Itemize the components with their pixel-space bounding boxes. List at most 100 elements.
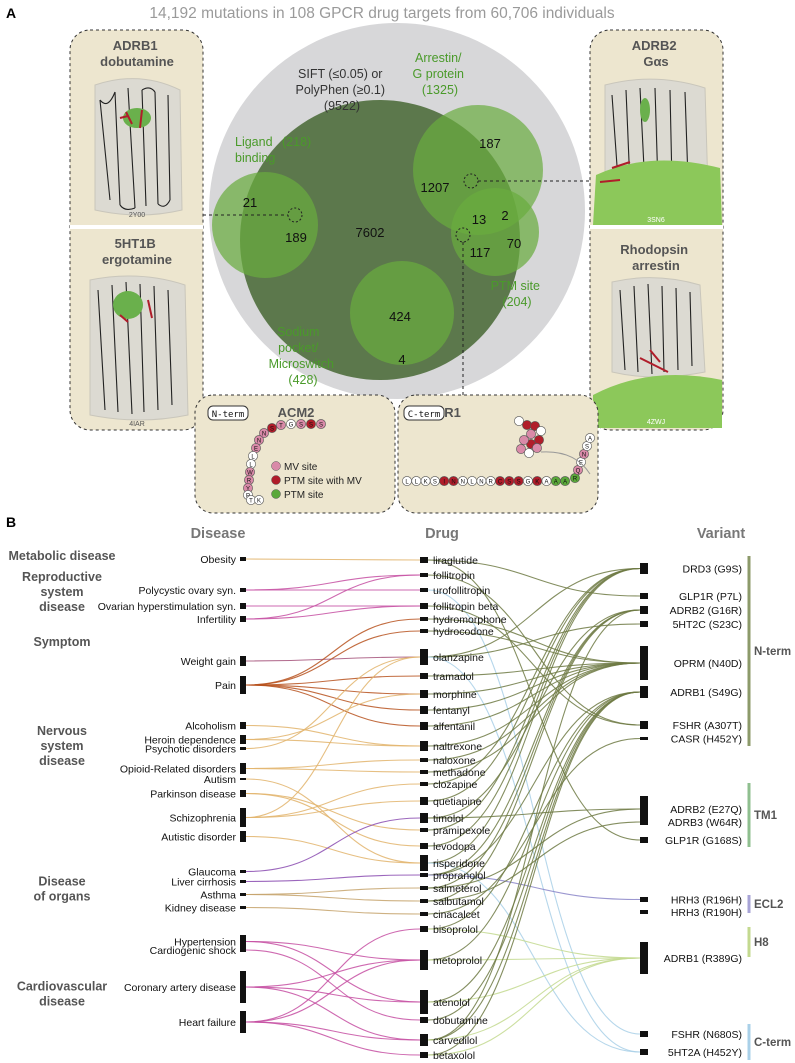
disease-node-bar bbox=[240, 557, 246, 561]
disease-node-bar bbox=[240, 808, 246, 827]
sankey-link bbox=[245, 1021, 421, 1056]
sankey-link bbox=[245, 906, 421, 915]
sankey-link bbox=[245, 558, 421, 561]
disease-node-bar bbox=[240, 880, 246, 883]
par1-residue-letter: S bbox=[507, 480, 511, 486]
htr1b-title: 5HT1B bbox=[115, 236, 156, 251]
drug-node-label: salbutamol bbox=[433, 896, 484, 908]
sankey-link bbox=[245, 959, 421, 1023]
variant-node-bar bbox=[640, 1049, 648, 1055]
drug-node-label: cinacalcet bbox=[433, 909, 480, 921]
region-label: H8 bbox=[754, 937, 769, 949]
drug-node-label: levodopa bbox=[433, 841, 476, 853]
disease-node-bar bbox=[240, 1011, 246, 1033]
region-label: N-term bbox=[754, 646, 791, 658]
ptm-label: PTM site (204) bbox=[491, 279, 544, 309]
sankey-link bbox=[245, 574, 421, 591]
sodium-pocket-circle bbox=[350, 261, 454, 365]
sankey-link bbox=[427, 691, 641, 1021]
variant-node-bar bbox=[640, 686, 648, 698]
legend-mv-swatch bbox=[271, 461, 281, 471]
sankey-link bbox=[427, 559, 641, 597]
acm2-residue bbox=[267, 423, 277, 433]
acm2-title: ACM2 bbox=[278, 405, 315, 420]
drug-node-bar bbox=[420, 741, 428, 751]
acm2-residue-letter: Y bbox=[246, 487, 250, 493]
par1-terminus-label: C-term bbox=[408, 410, 441, 420]
svg-text:ADRB1 dobutamine: ADRB1 dobutamine bbox=[100, 38, 174, 69]
drug-node-bar bbox=[420, 588, 428, 592]
rhodopsin-title: Rhodopsin bbox=[620, 242, 688, 257]
drug-node-bar bbox=[420, 912, 428, 916]
par1-residue-letter: I bbox=[443, 480, 445, 486]
disease-node-bar bbox=[240, 870, 246, 873]
disease-category: Symptom bbox=[34, 635, 91, 649]
sankey-link bbox=[245, 630, 421, 686]
drug-node-label: hydromorphone bbox=[433, 614, 507, 626]
acm2-residue bbox=[276, 420, 286, 430]
drug-node-label: clozapine bbox=[433, 779, 478, 791]
legend-ptm-mv-label: PTM site with MV bbox=[284, 476, 362, 487]
variant-node-label: 5HT2C (S23C) bbox=[673, 619, 742, 631]
sankey-link bbox=[245, 684, 421, 727]
drug-node-label: olanzapine bbox=[433, 652, 484, 664]
drug-node-bar bbox=[420, 797, 428, 805]
sankey-link bbox=[427, 623, 641, 658]
disease-node-label: Schizophrenia bbox=[169, 813, 236, 825]
legend-ptm-mv-swatch bbox=[271, 475, 281, 485]
disease-node-bar bbox=[240, 790, 246, 797]
drug-node-bar bbox=[420, 1017, 428, 1023]
drug-node-label: salmeterol bbox=[433, 883, 481, 895]
disease-node-label: Polycystic ovary syn. bbox=[139, 585, 236, 597]
acm2-residue-letter: S bbox=[319, 423, 323, 429]
variant-node-label: GLP1R (G168S) bbox=[665, 835, 742, 847]
drug-node-label: quetiapine bbox=[433, 796, 482, 808]
drug-node-bar bbox=[420, 926, 428, 932]
sankey-link bbox=[427, 605, 641, 726]
drug-node-label: fentanyl bbox=[433, 705, 470, 717]
disease-node-label: Heart failure bbox=[179, 1017, 236, 1029]
sankey-link bbox=[427, 574, 641, 726]
disease-node-bar bbox=[240, 616, 246, 622]
panel-b-label: B bbox=[6, 514, 16, 530]
region-label: ECL2 bbox=[754, 899, 783, 911]
adrb1-mv-residues bbox=[119, 109, 143, 129]
ligand-binding-circle bbox=[212, 172, 318, 278]
par1-residue-letter: S bbox=[585, 445, 589, 451]
drug-node-label: hydrocodone bbox=[433, 626, 494, 638]
par1-residue-letter: A bbox=[563, 480, 567, 486]
svg-text:Rhodopsin arrestin: Rhodopsin arrestin bbox=[620, 242, 692, 273]
htr1b-ligand: ergotamine bbox=[102, 252, 172, 267]
variant-node-label: HRH3 (R196H) bbox=[671, 895, 742, 907]
count-triple: 13 bbox=[472, 212, 486, 227]
par1-residue-letter: C bbox=[498, 480, 503, 486]
acm2-residue bbox=[259, 428, 269, 438]
disease-node-bar bbox=[240, 722, 246, 729]
drug-node-bar bbox=[420, 886, 428, 890]
rhodopsin-mv-residues bbox=[639, 349, 669, 373]
variant-node-bar bbox=[640, 621, 648, 627]
variant-node-label: CASR (H452Y) bbox=[671, 734, 742, 746]
count-arrestin-ptm: 2 bbox=[501, 208, 508, 223]
disease-node-bar bbox=[240, 747, 246, 750]
drug-node-bar bbox=[420, 629, 428, 633]
disease-node-label: Alcoholism bbox=[185, 721, 236, 733]
variant-node-bar bbox=[640, 819, 648, 825]
sankey-link bbox=[245, 835, 421, 864]
sankey-link bbox=[245, 940, 421, 1003]
sankey-link bbox=[427, 957, 641, 961]
disease-node-label: Opioid-Related disorders bbox=[120, 764, 236, 776]
acm2-residue-letter: S bbox=[270, 427, 274, 433]
adrb1-structure-panel: ADRB1 dobutamine 2Y00 bbox=[94, 38, 183, 219]
sankey-link bbox=[245, 893, 421, 902]
sankey-link bbox=[427, 567, 641, 847]
disease-node-label: Parkinson disease bbox=[150, 789, 236, 801]
htr1b-pdb-id: 4IAR bbox=[129, 421, 145, 428]
variant-nodes: DRD3 (G9S)GLP1R (P7L)ADRB2 (G16R)5HT2C (… bbox=[640, 563, 742, 1059]
drug-node-label: pramipexole bbox=[433, 825, 490, 837]
sankey-link bbox=[427, 957, 641, 1003]
drug-header: Drug bbox=[425, 526, 459, 542]
drug-node-bar bbox=[420, 603, 428, 609]
adrb2-structure-panel: ADRB2 Gαs 3SN6 bbox=[593, 38, 722, 225]
